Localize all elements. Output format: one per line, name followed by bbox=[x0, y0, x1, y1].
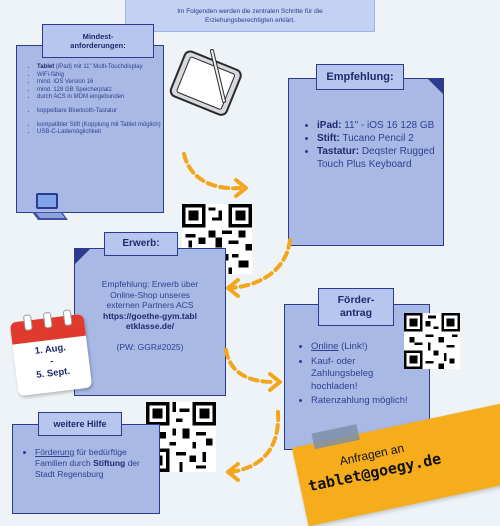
req-item: USB-C-Lademöglichkeit bbox=[37, 129, 169, 137]
help-card: Förderung für bedürftige Familien durch … bbox=[12, 424, 160, 514]
intro-line-1: Im Folgenden werden die zentralen Schrit… bbox=[177, 8, 323, 15]
intro-line-2: Erziehungsberechtigten erklärt. bbox=[205, 16, 295, 24]
arrow-1 bbox=[182, 152, 248, 198]
laptop-icon bbox=[32, 193, 68, 220]
calendar-icon: 1. Aug. - 5. Sept. bbox=[9, 309, 93, 397]
rec-item-keyboard: Tastatur: Deqster Rugged Touch Plus Keyb… bbox=[317, 145, 447, 171]
funding-item-online: Online (Link!) bbox=[311, 341, 411, 354]
help-funding-link[interactable]: Förderung bbox=[35, 447, 75, 457]
purchase-card: Empfehlung: Erwerb über Online-Shop unse… bbox=[74, 248, 226, 396]
rec-item-pen: Stift: Tucano Pencil 2 bbox=[317, 132, 447, 145]
req-item: koppelbare Bluetooth-Tastatur bbox=[37, 108, 169, 116]
help-title: weitere Hilfe bbox=[38, 412, 122, 436]
requirements-card: Tablet (iPad) mit 11" Multi-Touchdisplay… bbox=[16, 45, 164, 213]
help-item: Förderung für bedürftige Familien durch … bbox=[35, 447, 145, 480]
req-item: WiFi-fähig bbox=[37, 72, 169, 80]
recommendation-card: iPad: 11" - iOS 16 128 GB Stift: Tucano … bbox=[288, 78, 444, 246]
req-item: mind. 128 GB Speicherplatz bbox=[37, 87, 169, 95]
arrow-2 bbox=[226, 238, 292, 298]
req-item: durch ACS in MDM eingebunden bbox=[37, 94, 169, 102]
intro-banner: Im Folgenden werden die zentralen Schrit… bbox=[125, 0, 375, 32]
req-item: mind. iOS Version 16 bbox=[37, 79, 169, 87]
purchase-fold bbox=[74, 248, 91, 265]
funding-item-receipt: Kauf- oder Zahlungsbeleg hochladen! bbox=[311, 356, 411, 394]
recommendation-fold bbox=[427, 78, 444, 95]
purchase-line-3: externen Partners ACS bbox=[106, 300, 194, 310]
purchase-password: (PW: GGR#2025) bbox=[116, 341, 184, 352]
funding-item-installments: Ratenzahlung möglich! bbox=[311, 395, 411, 408]
purchase-line-1: Empfehlung: Erwerb über bbox=[101, 279, 199, 289]
purchase-link[interactable]: https://goethe-gym.tabletklasse.de/ bbox=[103, 310, 197, 332]
qr-code-funding bbox=[404, 313, 460, 369]
funding-online-link[interactable]: Online bbox=[311, 341, 339, 352]
rec-item-ipad: iPad: 11" - iOS 16 128 GB bbox=[317, 119, 447, 132]
req-item: kompatibler Stift (Kopplung mit Tablet m… bbox=[37, 122, 169, 130]
recommendation-title: Empfehlung: bbox=[316, 64, 404, 90]
purchase-title: Erwerb: bbox=[104, 232, 178, 256]
tablet-icon bbox=[169, 49, 242, 116]
purchase-line-2: Online-Shop unseres bbox=[110, 289, 190, 300]
funding-title: Förder-antrag bbox=[318, 288, 394, 326]
arrow-4 bbox=[226, 410, 281, 482]
req-item: Tablet (iPad) mit 11" Multi-Touchdisplay bbox=[37, 64, 169, 72]
requirements-title: Mindest- anforderungen: bbox=[42, 24, 154, 58]
arrow-3 bbox=[224, 348, 282, 392]
